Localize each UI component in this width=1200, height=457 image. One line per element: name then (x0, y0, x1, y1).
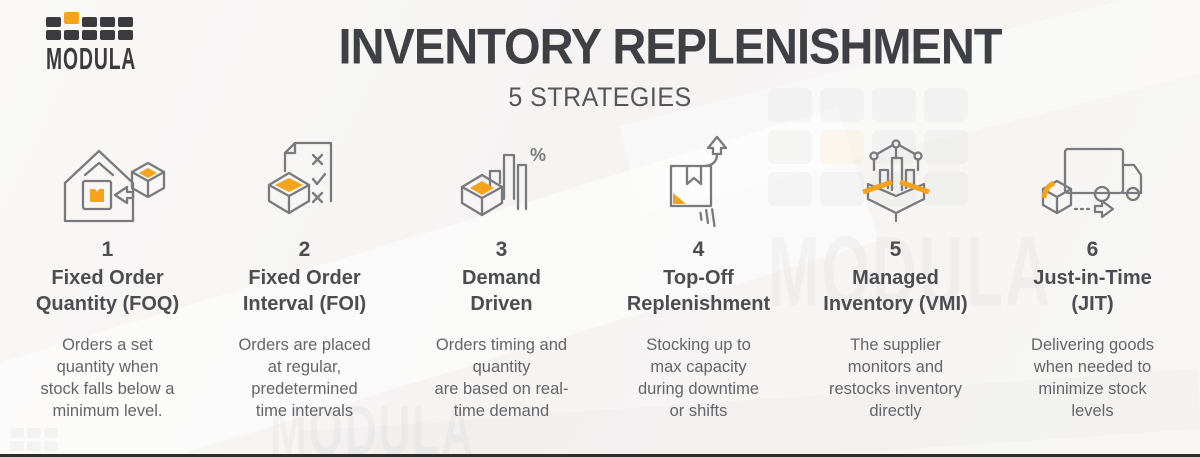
strategy-title: Just-in-Time (JIT) (1033, 267, 1152, 315)
strategy-title: Managed Inventory (VMI) (823, 267, 968, 315)
brand-name: MODULA (46, 43, 137, 77)
strategy-title: Top-Off Replenishment (626, 267, 771, 315)
strategy-title: Fixed Order Quantity (FOQ) (35, 267, 180, 315)
top-off-arrow-box-icon (600, 132, 797, 232)
strategy-column-vmi: 5 Managed Inventory (VMI) The supplier m… (797, 132, 994, 423)
watermark-grid (10, 428, 58, 451)
background-watermark (10, 428, 58, 451)
strategy-column-topoff: 4 Top-Off Replenishment Stocking up to m… (600, 132, 797, 423)
strategy-title: Demand Driven (462, 267, 541, 315)
strategy-description: Delivering goods when needed to minimize… (1031, 336, 1154, 420)
demand-chart-icon: % (403, 132, 600, 232)
strategy-column-foq: 1 Fixed Order Quantity (FOQ) Orders a se… (9, 132, 206, 423)
strategy-number: 1 (101, 238, 114, 261)
strategy-column-jit: 6 Just-in-Time (JIT) Delivering goods wh… (994, 132, 1191, 423)
strategy-number: 2 (298, 238, 311, 261)
percent-glyph: % (530, 145, 546, 165)
modula-logo-grid-icon (46, 12, 138, 40)
strategy-number: 5 (889, 238, 902, 261)
vendor-managed-box-icon (797, 132, 994, 232)
delivery-truck-icon (994, 132, 1191, 232)
warehouse-inbound-icon (9, 132, 206, 232)
strategy-title: Fixed Order Interval (FOI) (242, 267, 367, 315)
strategy-column-foi: 2 Fixed Order Interval (FOI) Orders are … (206, 132, 403, 423)
strategy-description: Orders a set quantity when stock falls b… (40, 336, 175, 420)
strategy-column-demand: % 3 Demand Driven Orders timing and quan… (403, 132, 600, 423)
strategy-number: 4 (692, 238, 705, 261)
strategy-number: 6 (1086, 238, 1099, 261)
strategy-description: Orders are placed at regular, predetermi… (238, 336, 371, 420)
page-title: INVENTORY REPLENISHMENT (338, 18, 1003, 75)
strategy-description: The supplier monitors and restocks inven… (829, 336, 962, 420)
order-checklist-icon (206, 132, 403, 232)
strategy-description: Stocking up to max capacity during downt… (637, 336, 760, 420)
strategies-row: 1 Fixed Order Quantity (FOQ) Orders a se… (0, 132, 1200, 423)
strategy-description: Orders timing and quantity are based on … (434, 336, 569, 420)
page-subtitle: 5 STRATEGIES (508, 82, 692, 113)
modula-logo: MODULA (46, 12, 138, 76)
strategy-number: 3 (495, 238, 508, 261)
